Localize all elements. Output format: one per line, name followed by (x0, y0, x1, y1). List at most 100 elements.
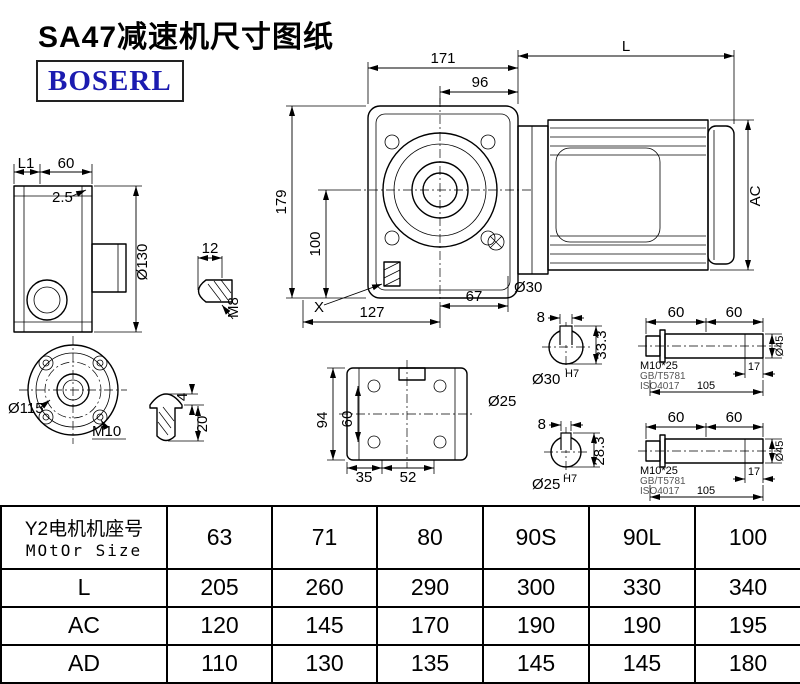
dim-4: 4 (174, 393, 191, 401)
table-cell: 260 (271, 567, 378, 608)
table-cell: 300 (482, 567, 590, 608)
dim-52: 52 (400, 469, 417, 486)
dim-60b: 60 (726, 304, 743, 321)
label-m8: M8 (225, 297, 242, 318)
table-cell: 190 (482, 605, 590, 646)
label-std-iso: ISO4017 (640, 381, 680, 392)
dim-33-3: 33.3 (593, 330, 610, 359)
dim-105: 105 (697, 380, 715, 392)
dim-dia115: Ø115 (8, 400, 44, 417)
side-view: L1 60 2.5 Ø130 (13, 155, 151, 333)
label-tol-30: H7 (565, 368, 579, 380)
label-std-iso-b: ISO4017 (640, 486, 680, 497)
plug-detail: 4 20 (149, 384, 211, 442)
dim-17b: 17 (748, 466, 760, 478)
key-detail: 12 M8 (197, 240, 242, 320)
brand-logo-text: BOSERL (48, 65, 172, 97)
dim-2-5: 2.5 (52, 189, 73, 206)
label-x-mark: X (314, 299, 324, 316)
table-row-motor-size: Y2电机机座号 MOtOr Size 63 71 80 90S 90L 100 (0, 505, 800, 570)
table-cell: 145 (271, 605, 378, 646)
table-cell: 90L (588, 505, 696, 570)
header-line2: MOtOr Size (25, 541, 143, 561)
dim-100: 100 (307, 231, 324, 256)
dim-keyway-8b: 8 (538, 416, 546, 433)
label-dia30: Ø30 (514, 279, 542, 296)
dim-dia45-b: Ø45 (774, 441, 786, 462)
front-view (352, 98, 735, 308)
label-std-gb: GB/T5781 (640, 371, 686, 382)
page-title: SA47减速机尺寸图纸 (38, 21, 335, 54)
label-bolt: M10*25 (640, 360, 678, 372)
table-cell: 63 (166, 505, 273, 570)
motor-size-header-cell: Y2电机机座号 MOtOr Size (0, 505, 168, 570)
table-cell: 145 (588, 643, 696, 684)
table-cell: 195 (694, 605, 800, 646)
table-cell: 330 (588, 567, 696, 608)
table-row-L: L 205 260 290 300 330 340 (0, 567, 800, 608)
dim-94: 94 (314, 412, 331, 429)
row-label: AD (0, 643, 168, 684)
bottom-view: 94 60 35 52 (314, 360, 475, 486)
table-cell: 90S (482, 505, 590, 570)
front-view-dimensions: 171 L 96 179 100 67 Ø30 127 X (273, 38, 764, 328)
label-dia25: Ø25 (488, 393, 516, 410)
label-tol-25: H7 (563, 473, 577, 485)
dim-60b-b: 60 (726, 409, 743, 426)
dim-60-side: 60 (58, 155, 75, 172)
label-bore-25: Ø25 (532, 476, 560, 493)
label-m10: M10 (92, 423, 121, 440)
dim-127: 127 (359, 304, 384, 321)
table-cell: 190 (588, 605, 696, 646)
dim-keyway-8: 8 (537, 309, 545, 326)
breather-valve (487, 233, 505, 251)
dim-60-bottom: 60 (339, 411, 356, 428)
dim-171: 171 (430, 50, 455, 67)
brand-logo: BOSERL (36, 60, 184, 102)
dim-60a: 60 (668, 304, 685, 321)
dim-L1: L1 (18, 155, 35, 172)
dim-20: 20 (194, 416, 211, 433)
table-cell: 205 (166, 567, 273, 608)
dim-dia45: Ø45 (774, 336, 786, 357)
dim-28-3: 28.3 (591, 436, 608, 465)
table-row-AC: AC 120 145 170 190 190 195 (0, 605, 800, 646)
shaft-section-30: 8 33.3 Ø30 H7 60 60 17 M10*25 GB (532, 304, 786, 396)
oil-plug (383, 261, 401, 287)
dim-60a-b: 60 (668, 409, 685, 426)
table-cell: 180 (694, 643, 800, 684)
table-row-AD: AD 110 130 135 145 145 180 (0, 643, 800, 684)
table-cell: 80 (376, 505, 484, 570)
table-cell: 340 (694, 567, 800, 608)
dim-96: 96 (472, 74, 489, 91)
header-line1: Y2电机机座号 (24, 519, 144, 541)
technical-drawing: 171 L 96 179 100 67 Ø30 127 X (8, 38, 786, 501)
table-cell: 170 (376, 605, 484, 646)
table-cell: 100 (694, 505, 800, 570)
dim-35: 35 (356, 469, 373, 486)
label-std-gb-b: GB/T5781 (640, 476, 686, 487)
table-cell: 71 (271, 505, 378, 570)
label-bore-30: Ø30 (532, 371, 560, 388)
row-label: AC (0, 605, 168, 646)
dim-105b: 105 (697, 485, 715, 497)
motor (517, 119, 735, 275)
dim-67: 67 (466, 288, 483, 305)
dim-179: 179 (273, 189, 290, 214)
dim-12: 12 (202, 240, 219, 257)
row-label: L (0, 567, 168, 608)
flange-view: Ø115 M10 (8, 336, 127, 444)
table-cell: 145 (482, 643, 590, 684)
table-cell: 135 (376, 643, 484, 684)
spec-table: Y2电机机座号 MOtOr Size 63 71 80 90S 90L 100 … (0, 505, 800, 684)
shaft-section-25: Ø25 8 28.3 Ø25 H7 60 (488, 393, 786, 501)
dim-L: L (622, 38, 630, 55)
dim-AC: AC (747, 185, 764, 206)
table-cell: 120 (166, 605, 273, 646)
table-cell: 290 (376, 567, 484, 608)
table-cell: 110 (166, 643, 273, 684)
label-bolt-b: M10*25 (640, 465, 678, 477)
dim-dia130: Ø130 (134, 244, 151, 281)
dim-17: 17 (748, 361, 760, 373)
